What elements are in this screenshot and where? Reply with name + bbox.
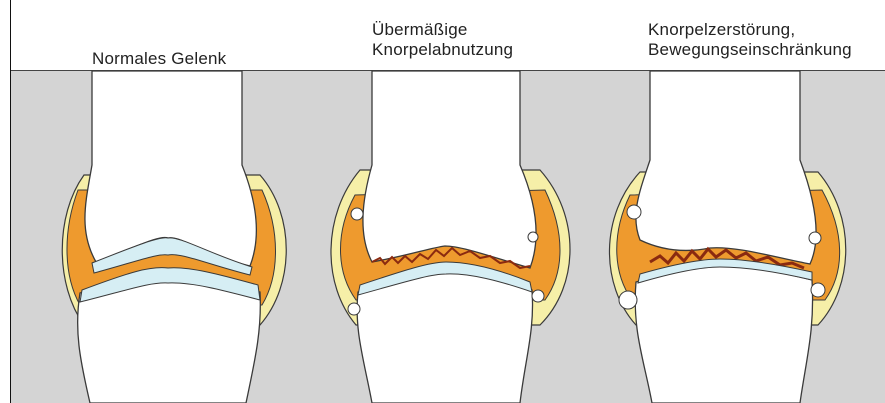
lower-bone: [357, 270, 532, 403]
upper-bone: [363, 71, 536, 268]
osteophyte: [619, 291, 637, 309]
osteophyte: [627, 205, 641, 219]
left-frame-line: [10, 0, 11, 403]
upper-bone: [85, 71, 256, 266]
osteophyte: [532, 290, 544, 302]
osteophyte: [809, 232, 821, 244]
osteophyte: [811, 283, 825, 297]
upper-bone: [636, 71, 816, 264]
osteophyte: [351, 208, 363, 220]
lower-bone: [635, 266, 812, 403]
osteophyte: [348, 303, 360, 315]
osteophyte: [528, 232, 538, 242]
